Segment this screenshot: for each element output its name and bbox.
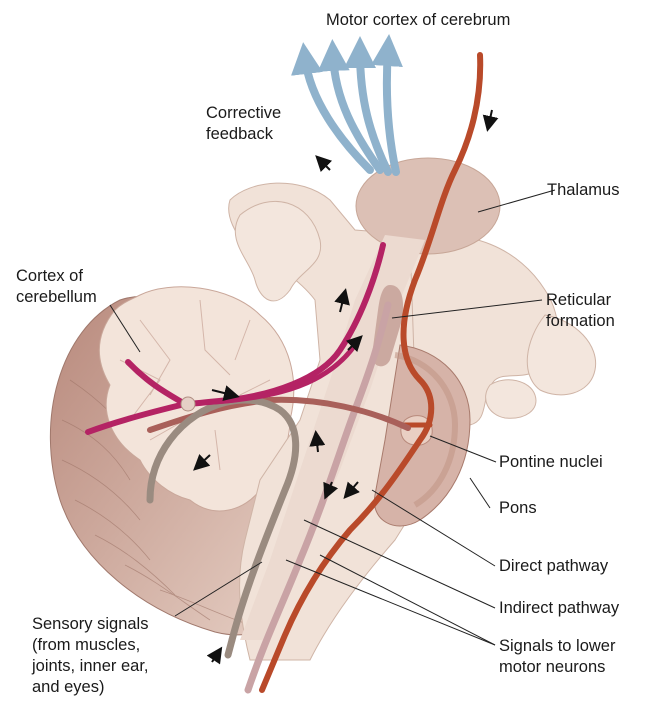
label-pons: Pons (499, 498, 537, 519)
label-indirect-pathway: Indirect pathway (499, 598, 619, 619)
label-reticular-formation: Reticular formation (546, 290, 615, 332)
label-pontine-nuclei: Pontine nuclei (499, 452, 603, 473)
label-sensory-signals: Sensory signals (from muscles, joints, i… (32, 614, 148, 698)
label-cortex-of-cerebellum: Cortex of cerebellum (16, 266, 97, 308)
lower-lobe-outline (486, 380, 536, 418)
label-motor-cortex: Motor cortex of cerebrum (326, 10, 510, 31)
label-corrective-feedback: Corrective feedback (206, 103, 281, 145)
label-thalamus: Thalamus (547, 180, 619, 201)
label-signals-to-lower-motor-neurons: Signals to lower motor neurons (499, 636, 615, 678)
label-direct-pathway: Direct pathway (499, 556, 608, 577)
corrective-feedback-pathways (305, 50, 396, 172)
deep-cerebellar-nucleus (181, 397, 195, 411)
